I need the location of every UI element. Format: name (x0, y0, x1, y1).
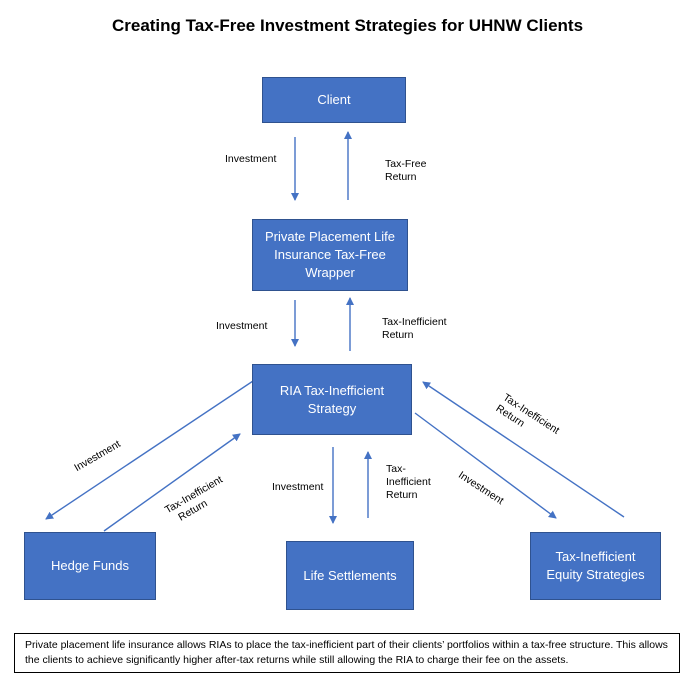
node-equity-strategies: Tax-Inefficient Equity Strategies (530, 532, 661, 600)
arrow-ria-to-equity (414, 412, 557, 519)
arrow-ria-to-hedge (45, 380, 254, 520)
edge-label-life-investment: Investment (272, 481, 324, 493)
footnote-box: Private placement life insurance allows … (14, 633, 680, 673)
node-ria: RIA Tax-Inefficient Strategy (252, 364, 412, 435)
arrow-equity-to-ria (422, 381, 625, 518)
edge-label-client-investment: Investment (225, 153, 277, 165)
arrow-hedge-to-ria (103, 433, 241, 532)
diagram-title: Creating Tax-Free Investment Strategies … (111, 16, 584, 35)
node-life-settlements: Life Settlements (286, 541, 414, 610)
node-hedge-funds: Hedge Funds (24, 532, 156, 600)
edge-label-ppli-investment: Investment (216, 320, 268, 332)
node-client: Client (262, 77, 406, 123)
node-ppli: Private Placement Life Insurance Tax-Fre… (252, 219, 408, 291)
